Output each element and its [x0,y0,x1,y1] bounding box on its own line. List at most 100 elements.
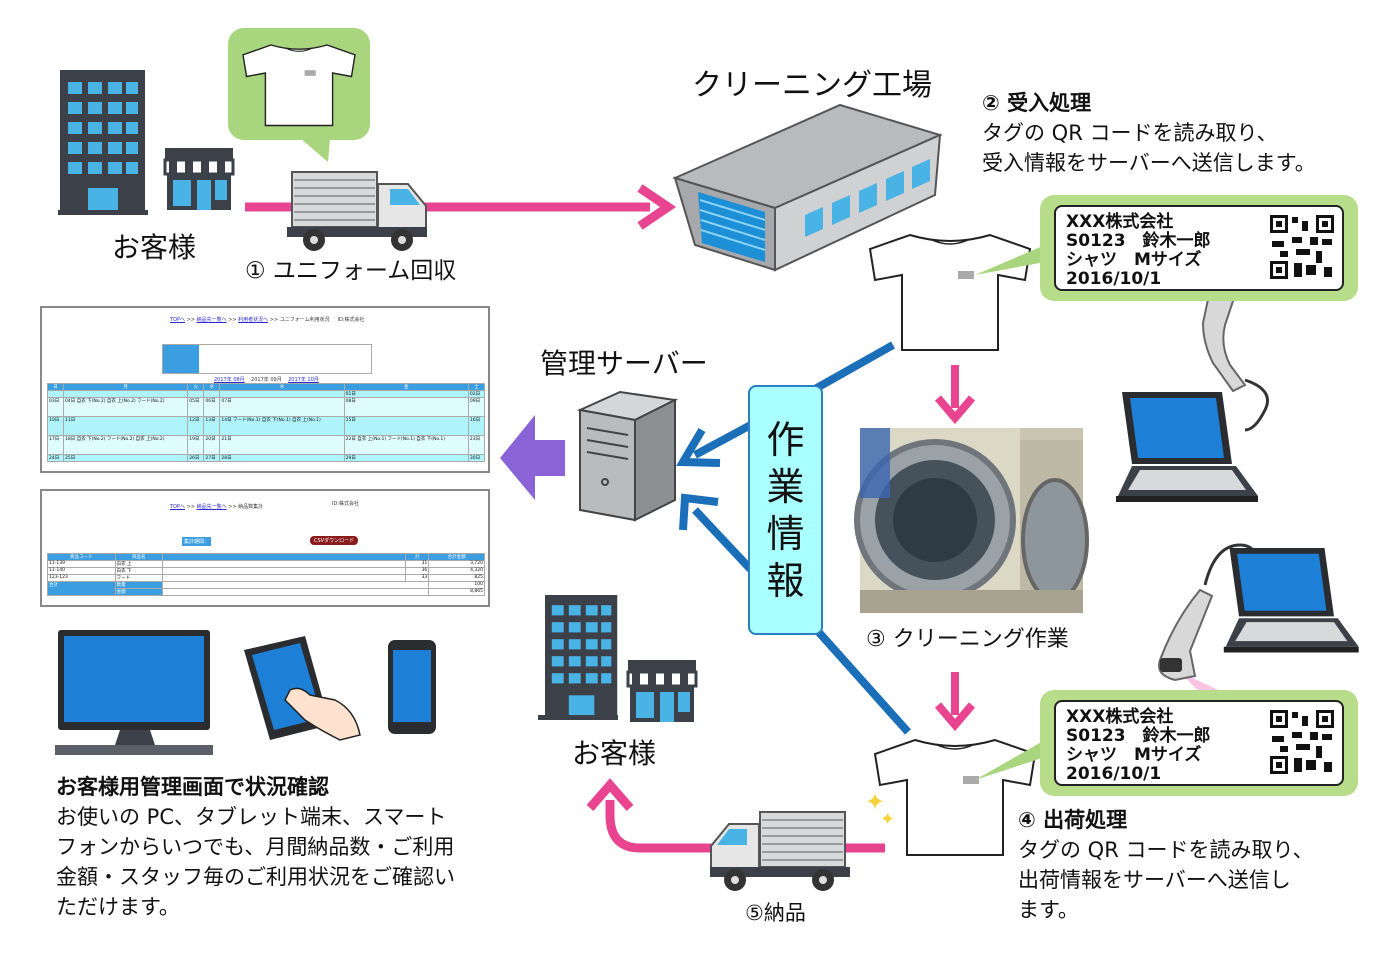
devices-line: ただけます。 [56,895,180,919]
smartphone-icon [388,640,436,734]
user-info-table [162,344,372,374]
washing-machine-photo [854,428,1089,613]
customer-label: お客様 [572,737,657,770]
calendar-day: 04日 自衣 下(No.2) 自衣 上(No.2) フード(No.2) [63,397,189,417]
calendar-day: 16日 [467,416,486,436]
total-label: 合計 [47,581,116,596]
step2-line: タグの QR コードを読み取り、 [982,121,1278,145]
step4-line: タグの QR コードを読み取り、 [1018,838,1314,862]
prev-month-link[interactable]: 2017年 08月 [214,377,245,383]
calendar-day: 02日 [467,390,486,398]
calendar-day: 30日 [467,454,486,462]
display-arrow [500,415,565,500]
tag-item: シャツ Mサイズ [1066,745,1202,765]
step4-title: ④ 出荷処理 [1018,808,1128,832]
qr-code-icon [1270,215,1334,279]
calendar-day: 18日 自衣 下(No.2) フード(No.2) 自衣 上(No.2) [63,435,189,455]
period-label: 集計期間： [182,537,212,546]
tablet-icon [244,636,361,741]
cell: 白衣 下 [114,567,164,575]
breadcrumb-link[interactable]: 納品先一覧へ [196,317,227,323]
cell: 31 [405,560,430,568]
col-header: 計 [405,553,430,561]
cell: 825 [428,574,485,582]
cell: 11-140 [47,567,116,575]
uniform-bubble [228,28,370,162]
cell: 4,320 [428,567,485,575]
weekday-header: 土 [467,383,486,391]
id-label: ID:株式会社 [332,501,360,507]
office-building-icon [538,595,618,720]
delivery-arrow [605,800,885,853]
breadcrumb: TOPへ >> 納品先一覧へ >> 納品数集計 [170,504,264,510]
server-label: 管理サーバー [540,347,708,380]
calendar-day: 13日 [203,416,221,436]
svg-text:✦: ✦ [880,809,895,830]
calendar-day: 17日 [46,435,65,455]
weekday-header: 水 [203,383,221,391]
id-label: ID:株式会社 [337,317,365,323]
sparkle-icon: ✦ [865,788,885,816]
weekday-header: 金 [343,383,469,391]
cell: 11-139 [47,560,116,568]
usage-calendar-screen: TOPへ >> 納品先一覧へ >> 利用者状況へ >> ユニフォーム利用状況 I… [40,306,490,473]
laptop-icon [1223,548,1359,653]
calendar-day: 20日 [203,435,221,455]
calendar-day: 23日 [467,435,486,455]
calendar-day: 21日 [219,435,345,455]
shop-icon [626,658,698,724]
factory-title: クリーニング工場 [692,68,932,103]
breadcrumb-link[interactable]: TOPへ [170,317,186,323]
shop-icon [163,146,235,212]
cell: 123-123 [47,574,116,582]
server-icon [576,390,679,522]
calendar-day: 10日 [46,416,65,436]
calendar-day: 09日 [467,397,486,417]
step4-line: 出荷情報をサーバーへ送信し [1018,868,1291,892]
current-month: 2017年 09月 [251,377,282,383]
down-arrow [934,702,976,732]
calendar-day: 25日 [63,454,189,462]
cell: 3,720 [428,560,485,568]
calendar-day: 28日 [219,454,345,462]
calendar-day: 07日 [219,397,345,417]
breadcrumb: TOPへ >> 納品先一覧へ >> 利用者状況へ >> ユニフォーム利用状況 I… [170,317,365,323]
calendar-day: 15日 [343,416,469,436]
truck-icon [286,171,428,252]
devices-description: お客様用管理画面で状況確認 お使いの PC、タブレット端末、スマート フォンから… [56,772,455,922]
calendar-day: 24日 [46,454,65,462]
tag-company: XXX株式会社 [1066,707,1174,727]
office-building-icon [58,70,148,215]
calendar-day [187,390,205,398]
work-info-label: 作業情報 [766,418,805,603]
tag-item: シャツ Mサイズ [1066,250,1202,270]
cell: 金額 [114,588,164,596]
monitor-icon [55,630,213,755]
calendar-day [203,390,221,398]
laptop-icon [1116,392,1258,502]
qr-tag-card: XXX株式会社 S0123 鈴木一郎 シャツ Mサイズ 2016/10/1 [1040,195,1358,301]
breadcrumb-current: ユニフォーム利用状況 [279,317,330,323]
calendar-day: 19日 [187,435,205,455]
weekday-header: 日 [46,383,65,391]
devices-line: お使いの PC、タブレット端末、スマート [56,805,447,829]
calendar-day: 29日 [343,454,469,462]
csv-download-button[interactable]: CSVダウンロード [310,536,359,545]
qr-scanner-icon [1158,543,1262,682]
step1-label: ① ユニフォーム回収 [245,258,457,284]
cell: 100 [428,581,485,589]
breadcrumb-link[interactable]: TOPへ [170,504,186,510]
month-nav: 2017年 08月 2017年 09月 2017年 10月 [214,376,319,383]
calendar-day [219,390,345,398]
calendar-day [63,390,189,398]
next-month-link[interactable]: 2017年 10月 [288,377,319,383]
tag-staff: S0123 鈴木一郎 [1066,726,1211,746]
breadcrumb-link[interactable]: 利用者状況へ [238,317,269,323]
breadcrumb-link[interactable]: 納品先一覧へ [196,504,227,510]
